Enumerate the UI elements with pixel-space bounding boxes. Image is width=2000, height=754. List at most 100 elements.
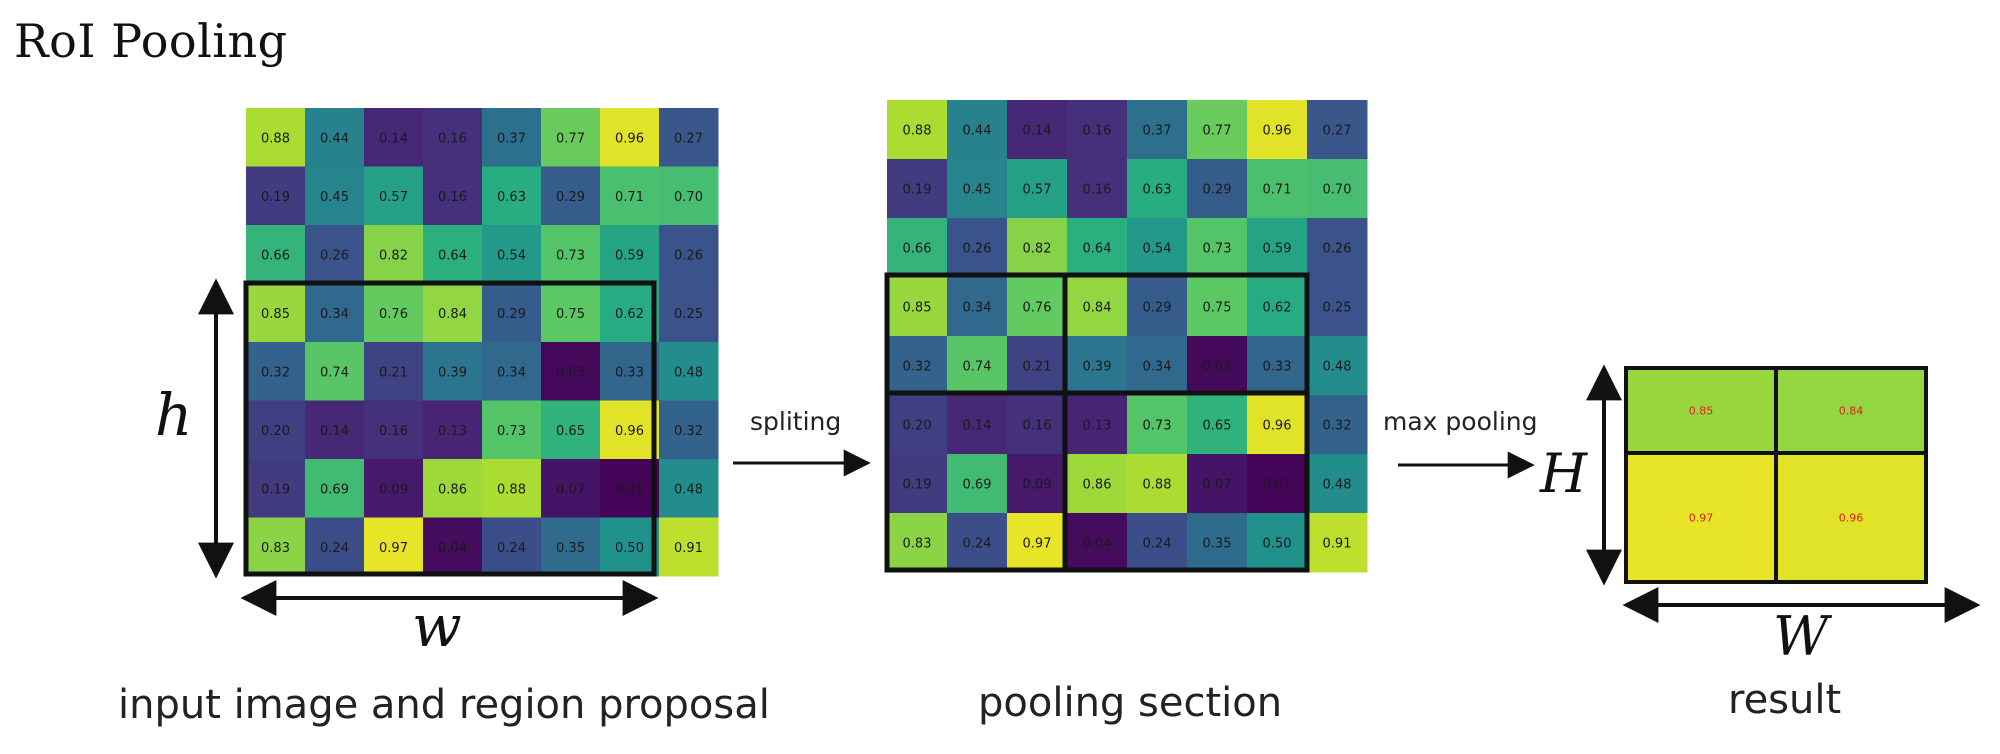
pooling-cell-value: 0.88 <box>903 124 932 139</box>
input-cell-value: 0.32 <box>261 365 290 380</box>
input-caption: input image and region proposal <box>118 682 770 728</box>
pooling-cell-value: 0.03 <box>1203 360 1232 375</box>
pooling-cell <box>1007 218 1068 278</box>
pooling-cell-value: 0.96 <box>1263 419 1292 434</box>
pooling-cell-value: 0.19 <box>903 183 932 198</box>
result-cell-value: 0.85 <box>1689 405 1714 418</box>
pooling-cell <box>947 336 1008 396</box>
pooling-cell-value: 0.07 <box>1203 478 1232 493</box>
input-cell <box>305 342 365 401</box>
pooling-cell <box>1247 454 1308 514</box>
pooling-cell <box>1187 277 1248 337</box>
input-cell <box>482 517 542 577</box>
input-cell-value: 0.65 <box>556 424 585 439</box>
input-cell <box>364 342 424 401</box>
pooling-cell-value: 0.01 <box>1263 478 1292 493</box>
pooling-cell-value: 0.84 <box>1083 301 1112 316</box>
input-cell <box>659 517 719 577</box>
result-cell-value: 0.97 <box>1689 512 1714 525</box>
input-cell-value: 0.19 <box>261 190 290 205</box>
pooling-cell <box>1067 218 1128 278</box>
pooling-cell-value: 0.96 <box>1263 124 1292 139</box>
pooling-cell <box>1007 277 1068 337</box>
input-cell <box>364 108 424 167</box>
pooling-cell <box>887 100 948 160</box>
result-cell <box>1774 366 1928 455</box>
input-cell-value: 0.76 <box>379 307 408 322</box>
pooling-cell <box>887 395 948 455</box>
pooling-cell-value: 0.25 <box>1323 301 1352 316</box>
pooling-cell-value: 0.62 <box>1263 301 1292 316</box>
pooling-cell-value: 0.57 <box>1023 183 1052 198</box>
pooling-cell-value: 0.64 <box>1083 242 1112 257</box>
pooling-cell <box>1247 277 1308 337</box>
input-cell <box>600 225 660 284</box>
pooling-cell <box>1307 395 1368 455</box>
input-cell-value: 0.07 <box>556 482 585 497</box>
pooling-cell <box>1247 513 1308 573</box>
pooling-cell-value: 0.14 <box>1023 124 1052 139</box>
input-cell <box>423 342 483 401</box>
input-cell-value: 0.01 <box>615 482 644 497</box>
pooling-cell-value: 0.16 <box>1083 183 1112 198</box>
input-cell-value: 0.19 <box>261 482 290 497</box>
H-label: H <box>1539 442 1588 505</box>
pooling-cell-value: 0.26 <box>1323 242 1352 257</box>
pooling-cell-value: 0.13 <box>1083 419 1112 434</box>
w-label: w <box>412 592 462 660</box>
input-cell-value: 0.88 <box>261 131 290 146</box>
pooling-cell-value: 0.04 <box>1083 537 1112 552</box>
pooling-cell <box>1307 513 1368 573</box>
input-cell <box>659 108 719 167</box>
input-cell <box>246 459 306 518</box>
pooling-cell <box>947 100 1008 160</box>
input-cell-value: 0.37 <box>497 131 526 146</box>
input-cell-value: 0.54 <box>497 248 526 263</box>
pooling-cell-value: 0.97 <box>1023 537 1052 552</box>
input-cell <box>541 166 601 226</box>
pooling-caption: pooling section <box>978 680 1282 726</box>
input-cell <box>246 108 306 167</box>
pooling-cell-value: 0.88 <box>1143 478 1172 493</box>
pooling-cell-value: 0.16 <box>1083 124 1112 139</box>
pooling-cell <box>1127 336 1188 396</box>
input-cell-value: 0.91 <box>674 541 703 556</box>
input-cell <box>482 342 542 401</box>
pooling-cell <box>1007 513 1068 573</box>
input-cell <box>246 166 306 226</box>
result-cell-value: 0.84 <box>1839 405 1864 418</box>
input-cell-value: 0.77 <box>556 131 585 146</box>
pooling-cell <box>1307 277 1368 337</box>
pooling-cell <box>1007 159 1068 219</box>
pooling-cell-value: 0.54 <box>1143 242 1172 257</box>
pooling-cell <box>1067 395 1128 455</box>
input-cell-value: 0.26 <box>320 248 349 263</box>
input-cell-value: 0.69 <box>320 482 349 497</box>
input-cell-value: 0.13 <box>438 424 467 439</box>
input-cell-value: 0.09 <box>379 482 408 497</box>
pooling-cell-value: 0.32 <box>1323 419 1352 434</box>
pooling-cell-value: 0.82 <box>1023 242 1052 257</box>
input-cell-value: 0.83 <box>261 541 290 556</box>
pooling-cell-value: 0.14 <box>963 419 992 434</box>
page-title: RoI Pooling <box>14 14 288 68</box>
input-cell <box>482 166 542 226</box>
pooling-cell-value: 0.44 <box>963 124 992 139</box>
pooling-cell <box>1007 336 1068 396</box>
input-cell-value: 0.03 <box>556 365 585 380</box>
input-cell-value: 0.62 <box>615 307 644 322</box>
pooling-cell <box>1127 513 1188 573</box>
input-cell-value: 0.96 <box>615 131 644 146</box>
pooling-cell-value: 0.27 <box>1323 124 1352 139</box>
input-cell-value: 0.32 <box>674 424 703 439</box>
input-cell-value: 0.70 <box>674 190 703 205</box>
input-cell <box>305 283 365 343</box>
input-cell <box>364 225 424 284</box>
pooling-cell-value: 0.74 <box>963 360 992 375</box>
pooling-cell-value: 0.66 <box>903 242 932 257</box>
pooling-cell <box>947 395 1008 455</box>
pooling-cell-value: 0.69 <box>963 478 992 493</box>
input-cell <box>600 517 660 577</box>
